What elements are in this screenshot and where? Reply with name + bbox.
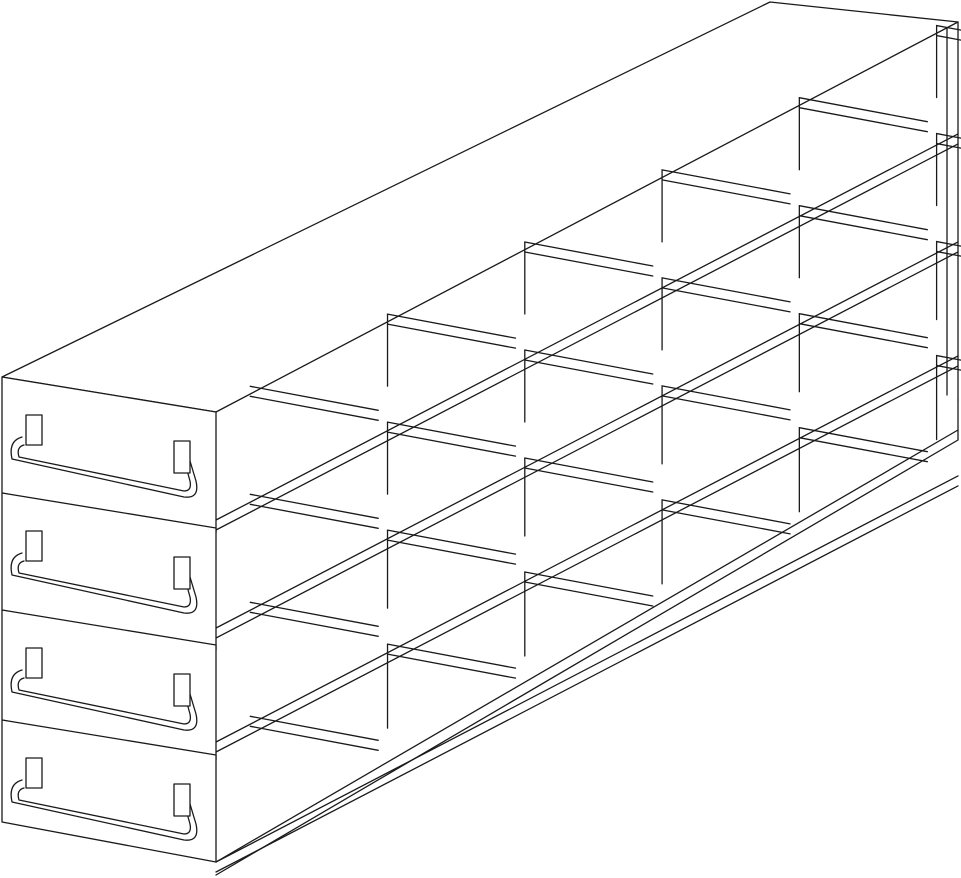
- drawer-front[interactable]: [1, 492, 217, 651]
- cross-bar: [386, 643, 517, 679]
- handle-icon[interactable]: [10, 414, 198, 498]
- handle-clip-left: [25, 530, 43, 562]
- shelf-rail-back: [215, 485, 959, 873]
- shelf-cells: [249, 240, 961, 637]
- handle-clip-left: [25, 647, 43, 679]
- cross-bar: [249, 385, 379, 421]
- handle-clip-right: [173, 783, 191, 817]
- shelf-rail-back: [215, 365, 959, 753]
- rack-interior: [215, 24, 961, 873]
- handle-bar-inner: [17, 787, 192, 835]
- cross-bar: [249, 493, 379, 529]
- shelf-rail-back: [215, 251, 959, 639]
- handle-icon[interactable]: [10, 757, 198, 841]
- handle-clip-left: [25, 757, 43, 789]
- cross-bar: [249, 715, 379, 751]
- cross-bar: [386, 529, 517, 565]
- cross-bar: [798, 427, 928, 463]
- handle-clip-right: [173, 673, 191, 707]
- handle-bar[interactable]: [10, 779, 198, 841]
- drawer-front[interactable]: [1, 609, 217, 761]
- cross-bar: [524, 349, 654, 385]
- cross-bar: [386, 421, 517, 457]
- cross-bar: [524, 457, 654, 493]
- drawer-front[interactable]: [1, 376, 217, 534]
- handle-bar-inner: [17, 560, 192, 608]
- handle-clip-right: [173, 440, 191, 474]
- shelf-rail-front: [215, 475, 959, 863]
- shelf: [215, 475, 959, 873]
- bottom-rail: [215, 399, 959, 876]
- shelf-cells: [249, 24, 961, 421]
- handle-bar[interactable]: [10, 669, 198, 731]
- top-panel: [1, 1, 959, 413]
- handle-icon[interactable]: [10, 530, 198, 614]
- shelf: [215, 241, 959, 639]
- cross-bar: [524, 571, 654, 607]
- shelf-cells: [249, 132, 961, 529]
- cross-bar: [935, 132, 961, 149]
- shelf-rail-front: [215, 355, 959, 743]
- cross-bar: [661, 277, 791, 313]
- cross-bar: [661, 385, 791, 421]
- shelf-rail-front: [215, 241, 959, 629]
- cross-bar: [661, 499, 791, 535]
- shelf-cells: [249, 354, 961, 751]
- cross-bar: [935, 354, 961, 371]
- drawer-front[interactable]: [1, 719, 217, 863]
- cross-bar: [798, 205, 928, 241]
- handle-icon[interactable]: [10, 647, 198, 731]
- drawer-panel[interactable]: [1, 719, 217, 863]
- cross-bar: [524, 241, 654, 277]
- drawer-stack: [1, 376, 217, 863]
- cross-bar: [386, 313, 517, 349]
- shelf-rail-back: [215, 143, 959, 531]
- handle-bar-inner: [17, 677, 192, 725]
- cross-bar: [661, 169, 791, 205]
- cross-bar: [249, 601, 379, 637]
- shelf: [215, 355, 959, 753]
- cross-bar: [935, 24, 961, 41]
- cross-bar: [798, 97, 928, 133]
- handle-clip-left: [25, 414, 43, 446]
- cross-bar: [935, 240, 961, 257]
- shelf: [215, 133, 959, 531]
- handle-bar[interactable]: [10, 552, 198, 614]
- handle-bar-inner: [17, 444, 192, 492]
- shelf-rail-front: [215, 133, 959, 521]
- handle-bar[interactable]: [10, 436, 198, 498]
- cross-bar: [798, 313, 928, 349]
- handle-clip-right: [173, 556, 191, 590]
